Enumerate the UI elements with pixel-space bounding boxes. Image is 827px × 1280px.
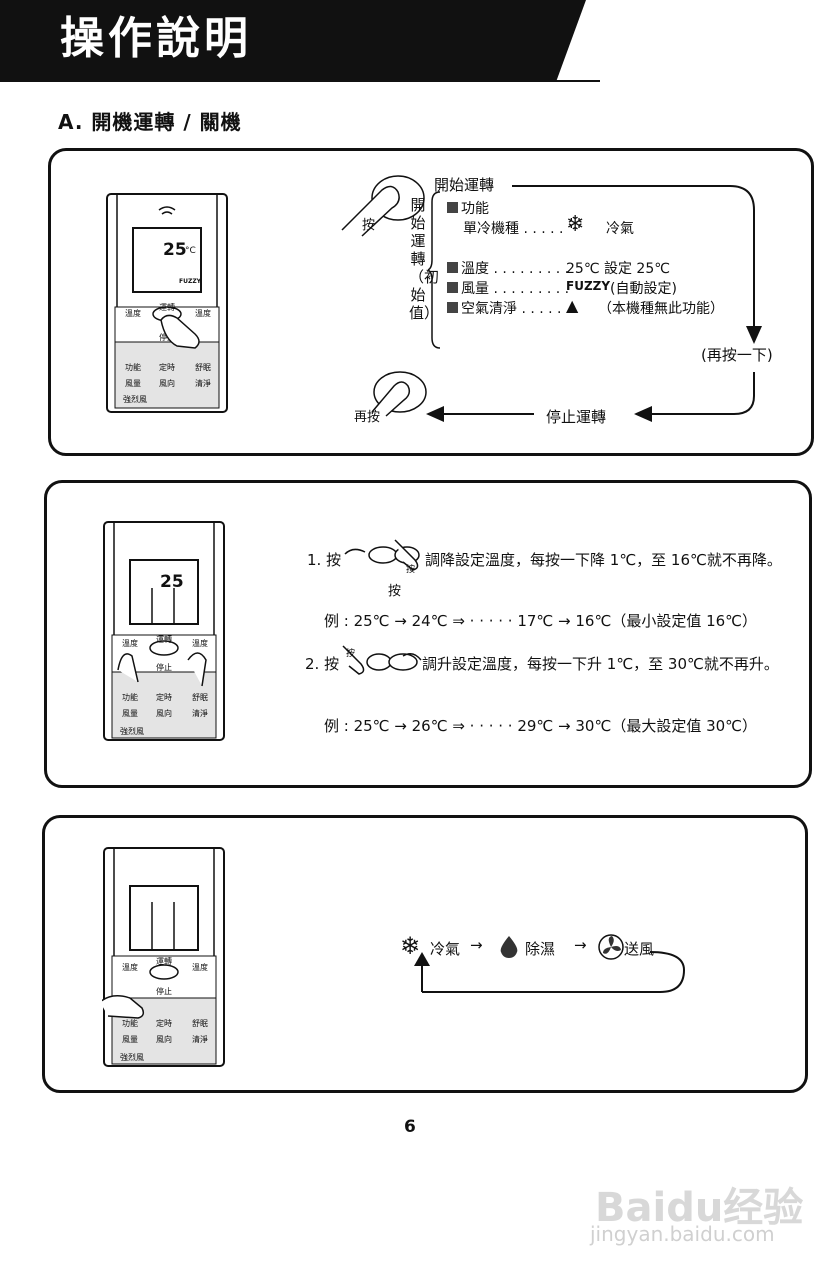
- remote2-display-temp: 25: [160, 572, 184, 592]
- remote2-btn-timer[interactable]: 定時: [156, 693, 172, 702]
- temp-up-buttons-icon: [342, 645, 422, 675]
- watermark-url: jingyan.baidu.com: [590, 1222, 775, 1246]
- remote-btn-temp-up[interactable]: 溫度: [195, 309, 211, 318]
- remote3-btn-swing[interactable]: 風向: [156, 1035, 172, 1044]
- flow-arrow-left: [426, 406, 534, 422]
- remote3-btn-fan[interactable]: 風量: [122, 1035, 138, 1044]
- remote3-btn-temp-down[interactable]: 溫度: [122, 963, 138, 972]
- fan-bullet: [447, 282, 458, 293]
- remote3-btn-clean[interactable]: 清淨: [192, 1035, 208, 1044]
- remote2-btn-temp-up[interactable]: 溫度: [192, 639, 208, 648]
- mode-snowflake-icon: ❄: [400, 932, 421, 960]
- auto-set-label: (自動設定): [610, 281, 677, 297]
- example-decrease: 例 : 25℃ → 24℃ ⇒ · · · · · 17℃ → 16℃（最小設定…: [324, 612, 758, 630]
- cool-mode-label: 冷氣: [606, 221, 634, 237]
- remote-display-fuzzy: FUZZY: [179, 278, 202, 285]
- remote-display-temp: 25: [163, 240, 187, 260]
- example-increase: 例 : 25℃ → 26℃ ⇒ · · · · · 29℃ → 30℃（最大設定…: [324, 717, 758, 735]
- mode-fan-label: 送風: [624, 940, 655, 958]
- remote2-btn-comfort[interactable]: 舒眠: [192, 693, 208, 702]
- remote3-btn-comfort[interactable]: 舒眠: [192, 1019, 208, 1028]
- press-again-label: 再按: [354, 410, 381, 425]
- header-band: [0, 0, 600, 82]
- tree-icon: ▲: [566, 296, 579, 315]
- section-title: A. 開機運轉 / 關機: [58, 110, 242, 134]
- remote-btn-timer[interactable]: 定時: [159, 363, 175, 372]
- fuzzy-label: FUZZY: [566, 279, 611, 293]
- function-label: 功能: [461, 201, 489, 217]
- remote-control-3: 溫度 運轉 溫度 停止 功能 定時 舒眠 風量 風向 清淨 強烈風: [99, 846, 227, 1068]
- air-clean-label: 空氣清淨 . . . . .: [461, 301, 562, 317]
- temperature-label: 溫度 . . . . . . . . .: [461, 261, 570, 277]
- step1-text: 調降設定溫度，每按一下降 1℃，至 16℃就不再降。: [425, 551, 782, 569]
- function-bullet: [447, 202, 458, 213]
- remote2-btn-clean[interactable]: 清淨: [192, 709, 208, 718]
- temperature-bullet: [447, 262, 458, 273]
- remote3-btn-run[interactable]: 運轉: [156, 957, 172, 966]
- remote-btn-temp-down[interactable]: 溫度: [125, 309, 141, 318]
- no-function-note: （本機種無此功能）: [598, 301, 724, 317]
- remote-btn-swing[interactable]: 風向: [159, 379, 175, 388]
- snowflake-icon: ❄: [566, 212, 585, 237]
- mode-arrow-2: →: [574, 936, 587, 954]
- fan-icon: [598, 934, 624, 960]
- mode-cool-label: 冷氣: [430, 940, 461, 958]
- press-label: 按: [362, 218, 376, 233]
- remote-btn-run[interactable]: 運轉: [159, 303, 175, 312]
- brace: [428, 191, 441, 349]
- remote-body-3: [99, 847, 225, 1067]
- clean-bullet: [447, 302, 458, 313]
- page-number: 6: [404, 1117, 416, 1137]
- mode-dry-label: 除濕: [525, 940, 556, 958]
- remote-control-2: 25 溫度 運轉 溫度 停止 功能 定時 舒眠 風量 風向 清淨 強烈風: [102, 520, 227, 742]
- temperature-value: 25℃ 設定 25℃: [566, 261, 670, 277]
- finger-press-icon: [341, 175, 425, 237]
- remote-btn-func[interactable]: 功能: [125, 363, 141, 372]
- step1-press-small: 按: [406, 565, 416, 575]
- hand-pressing-icon: [160, 314, 200, 349]
- remote-body-1: [106, 193, 228, 413]
- remote2-btn-fan[interactable]: 風量: [122, 709, 138, 718]
- remote-display-unit: °C: [185, 246, 196, 256]
- remote3-btn-func[interactable]: 功能: [122, 1019, 138, 1028]
- step1-press-below: 按: [388, 584, 402, 599]
- single-cool-model: 單冷機種 . . . . .: [463, 221, 564, 237]
- remote3-btn-stop[interactable]: 停止: [156, 987, 172, 996]
- remote2-btn-stop[interactable]: 停止: [156, 663, 172, 672]
- press-again-hint: (再按一下): [701, 346, 773, 364]
- mode-cycle-arrow: [414, 951, 686, 993]
- step2-prefix: 2. 按: [305, 655, 340, 673]
- flow-arrow-right: [512, 185, 762, 422]
- remote-btn-clean[interactable]: 清淨: [195, 379, 211, 388]
- remote-body-2: [103, 521, 225, 741]
- mode-arrow-1: →: [470, 936, 483, 954]
- remote2-btn-func[interactable]: 功能: [122, 693, 138, 702]
- temp-down-buttons-icon: [344, 539, 420, 571]
- fan-label: 風量 . . . . . . . . .: [461, 281, 570, 297]
- step2-text: 調升設定溫度，每按一下升 1℃，至 30℃就不再升。: [422, 655, 779, 673]
- remote-control-1: 25 °C FUZZY 溫度 運轉 溫度 停止 功能 定時 舒眠 風量 風向 清…: [105, 192, 230, 414]
- remote3-btn-strong[interactable]: 強烈風: [120, 1053, 144, 1062]
- remote3-btn-timer[interactable]: 定時: [156, 1019, 172, 1028]
- remote3-btn-temp-up[interactable]: 溫度: [192, 963, 208, 972]
- remote-btn-fan[interactable]: 風量: [125, 379, 141, 388]
- remote-btn-comfort[interactable]: 舒眠: [195, 363, 211, 372]
- start-operation-label: 開始運轉: [434, 176, 495, 194]
- remote2-btn-strong[interactable]: 強烈風: [120, 727, 144, 736]
- remote-btn-strong[interactable]: 強烈風: [123, 395, 147, 404]
- remote2-btn-swing[interactable]: 風向: [156, 709, 172, 718]
- water-drop-icon: [500, 936, 518, 958]
- start-initial-vertical-label: 開始運轉（初始值）: [409, 196, 440, 322]
- step2-press-small: 按: [346, 649, 356, 659]
- remote2-btn-run[interactable]: 運轉: [156, 635, 172, 644]
- page-title: 操作說明: [60, 13, 252, 64]
- stop-operation-label: 停止運轉: [546, 408, 607, 426]
- remote2-btn-temp-down[interactable]: 溫度: [122, 639, 138, 648]
- watermark-logo: Baidu经验: [595, 1185, 804, 1231]
- step1-prefix: 1. 按: [307, 551, 342, 569]
- finger-press-again-icon: [371, 371, 427, 417]
